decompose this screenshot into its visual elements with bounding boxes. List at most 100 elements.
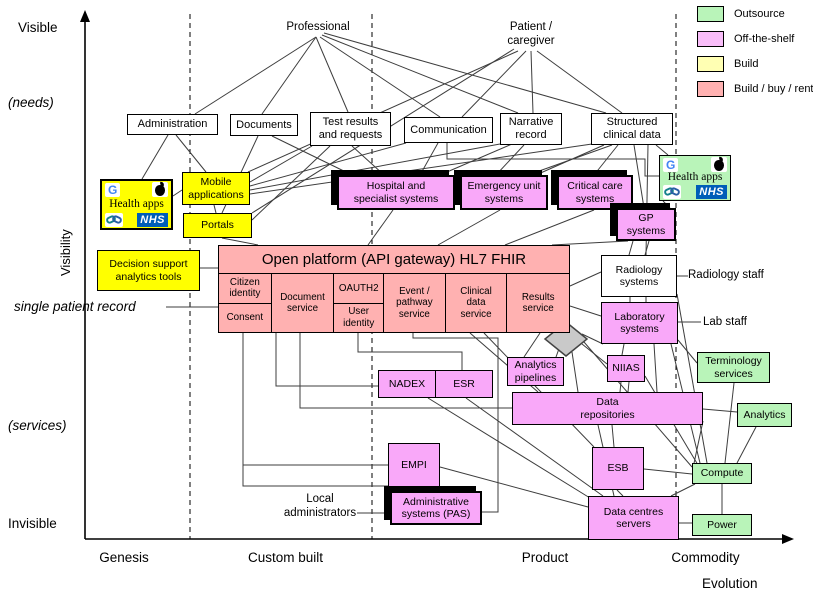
esb: ESB [592, 447, 644, 490]
y-axis-top-label: Visible [18, 20, 58, 35]
decision-support-analytics-tools: Decision support analytics tools [97, 250, 200, 291]
connector-edge [261, 36, 317, 115]
narrative-record: Narrative record [500, 113, 562, 145]
connector-edge [692, 420, 704, 469]
pills-icon [662, 184, 682, 199]
analytics: Analytics [737, 403, 792, 427]
connector-edge [569, 305, 602, 317]
connector-edge [644, 240, 650, 256]
connector-edge [437, 209, 501, 246]
platform-cell: Consent [219, 302, 271, 333]
connector-edge [242, 333, 388, 466]
x-axis-arrow [782, 534, 794, 544]
power: Power [692, 514, 752, 536]
legend-label: Outsource [734, 8, 785, 20]
platform-cell: Document service [280, 291, 325, 314]
legend-swatch [697, 31, 724, 47]
connector-edge [530, 50, 534, 114]
health-apps-green-box: G Health apps NHS [659, 155, 731, 201]
administration: Administration [127, 114, 218, 135]
connector-edge [323, 32, 607, 114]
pills-icon [104, 212, 124, 227]
legend-item: Build [697, 56, 813, 72]
connector-edge [419, 142, 439, 176]
connector-edge [581, 333, 604, 345]
single-patient-record-annotation: single patient record [14, 299, 136, 314]
connector-edge [504, 209, 595, 246]
connector-edge [465, 397, 604, 497]
connector-edge [736, 426, 757, 464]
connector-edge [616, 489, 624, 497]
empi: EMPI [388, 443, 440, 488]
apple-icon [711, 156, 727, 172]
connector-edge [724, 382, 735, 464]
y-axis-title: Visibility [58, 229, 73, 277]
connector-edge [249, 143, 593, 195]
connector-edge [427, 397, 591, 499]
portals: Portals [183, 213, 252, 238]
connector-edge [633, 144, 645, 209]
y-axis-bottom-label: Invisible [8, 516, 57, 531]
radiology-staff-label: Radiology staff [688, 269, 764, 281]
patient-caregiver-label: Patient / caregiver [507, 21, 555, 47]
connector-edge [619, 381, 622, 393]
esr-cell: ESR [435, 371, 492, 397]
communication: Communication [404, 117, 493, 143]
google-icon: G [663, 157, 679, 172]
data-repositories: Data repositories [512, 392, 703, 425]
legend-swatch [697, 6, 724, 22]
connector-edge [321, 34, 519, 114]
gp-systems: GP systems [616, 208, 676, 241]
radiology-systems: Radiology systems [601, 255, 677, 297]
connector-edge [141, 134, 169, 180]
connector-edge [677, 339, 698, 364]
health-apps-label: Health apps [109, 197, 164, 210]
x-stage-label-custom-built: Custom built [247, 550, 324, 565]
connector-edge [483, 332, 595, 448]
health-apps-label: Health apps [667, 171, 723, 184]
legend-label: Off-the-shelf [734, 33, 795, 45]
platform-column-4: Clinical data service [444, 274, 507, 332]
x-stage-label-commodity: Commodity [671, 550, 740, 565]
platform-cell: User identity [334, 302, 384, 333]
connector-edge [351, 145, 385, 176]
connector-edge [275, 333, 378, 387]
platform-cell: Event / pathway service [396, 286, 433, 320]
connector-edge [221, 237, 259, 246]
x-stage-label-product: Product [521, 550, 569, 565]
connector-edge [628, 240, 634, 256]
test-results-and-requests: Test results and requests [310, 112, 391, 146]
professional-label: Professional [286, 21, 350, 33]
nhs-icon: NHS [137, 212, 168, 227]
connector-edge [251, 145, 331, 221]
connector-edge [367, 209, 394, 246]
connector-edge [213, 204, 217, 214]
connector-edge [495, 144, 525, 176]
services-annotation: (services) [8, 418, 67, 433]
connector-edge [551, 240, 629, 246]
connector-edge [439, 466, 589, 508]
x-axis-title: Evolution [702, 576, 758, 591]
laboratory-systems: Laboratory systems [601, 302, 678, 344]
platform-cell: Results service [521, 291, 555, 314]
connector-edge [593, 144, 619, 176]
x-stage-label-genesis: Genesis [99, 550, 149, 565]
structured-clinical-data: Structured clinical data [591, 113, 673, 145]
connector-edge [249, 142, 407, 187]
legend-item: Off-the-shelf [697, 31, 813, 47]
open-platform-node: Open platform (API gateway) HL7 FHIR Cit… [218, 245, 570, 333]
connector-edge [271, 135, 353, 176]
needs-annotation: (needs) [8, 95, 54, 110]
connector-edge [172, 189, 183, 197]
connector-edge [643, 468, 693, 475]
legend-label: Build [734, 58, 759, 70]
apple-icon [152, 181, 168, 197]
data-centres-servers: Data centres servers [588, 496, 679, 540]
connector-edge [571, 351, 579, 393]
legend-item: Outsource [697, 6, 813, 22]
platform-cell: Clinical data service [460, 286, 492, 320]
